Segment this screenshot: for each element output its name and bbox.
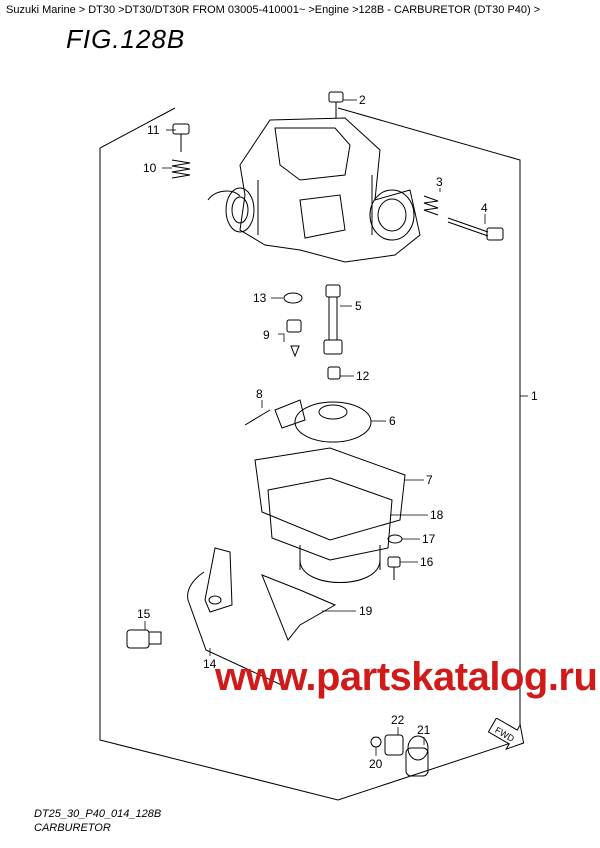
- float-6: [274, 399, 372, 443]
- leader-lines: [144, 99, 528, 756]
- spring-3: [423, 195, 439, 216]
- callout-20[interactable]: 20: [369, 757, 383, 771]
- callout-6[interactable]: 6: [389, 414, 396, 428]
- jet-12: [327, 366, 341, 380]
- screw-15: [126, 629, 162, 649]
- spring-10: [171, 159, 191, 179]
- callout-8[interactable]: 8: [256, 387, 263, 401]
- callout-2[interactable]: 2: [359, 93, 366, 107]
- drawing-name: CARBURETOR: [34, 822, 111, 834]
- breadcrumb[interactable]: Suzuki Marine > DT30 >DT30/DT30R FROM 03…: [6, 4, 541, 16]
- carburetor-body: [207, 117, 421, 263]
- gasket-7: [254, 447, 406, 541]
- callout-10[interactable]: 10: [143, 161, 157, 175]
- float-chamber-18: [267, 477, 393, 583]
- callout-13[interactable]: 13: [253, 291, 267, 305]
- callout-16[interactable]: 16: [420, 555, 434, 569]
- screw-11: [172, 123, 190, 152]
- knob-21: [405, 735, 429, 777]
- callout-3[interactable]: 3: [436, 175, 443, 189]
- callout-12[interactable]: 12: [356, 369, 370, 383]
- callout-15[interactable]: 15: [137, 607, 151, 621]
- callout-19[interactable]: 19: [359, 604, 373, 618]
- jet-9: [286, 319, 302, 358]
- washer-20: [370, 736, 382, 748]
- needle-5: [323, 284, 343, 355]
- callout-22[interactable]: 22: [391, 713, 405, 727]
- fwd-arrow-icon: FWD: [487, 717, 528, 755]
- figure-title: FIG.128B: [66, 24, 186, 54]
- callout-17[interactable]: 17: [422, 532, 436, 546]
- callout-21[interactable]: 21: [417, 723, 431, 737]
- callout-14[interactable]: 14: [203, 657, 217, 671]
- knob-22: [384, 734, 404, 756]
- callout-18[interactable]: 18: [430, 508, 444, 522]
- callout-5[interactable]: 5: [355, 299, 362, 313]
- screw-2: [328, 91, 344, 118]
- watermark: www.partskatalog.ru: [215, 655, 598, 699]
- callout-11[interactable]: 11: [147, 123, 160, 137]
- callout-1[interactable]: 1: [531, 389, 538, 403]
- bracket-19: [261, 574, 337, 641]
- washer-13: [283, 292, 303, 304]
- assembly-bracket: [99, 107, 521, 801]
- pin-8: [244, 409, 271, 426]
- drawing-code: DT25_30_P40_014_128B: [34, 808, 162, 820]
- callout-7[interactable]: 7: [426, 473, 433, 487]
- callout-9[interactable]: 9: [263, 328, 270, 342]
- washer-17: [387, 534, 403, 544]
- callout-4[interactable]: 4: [481, 201, 488, 215]
- choke-lever: [204, 547, 233, 613]
- screw-16: [387, 556, 401, 580]
- screw-4: [447, 217, 504, 241]
- choke-rod-14: [187, 571, 289, 689]
